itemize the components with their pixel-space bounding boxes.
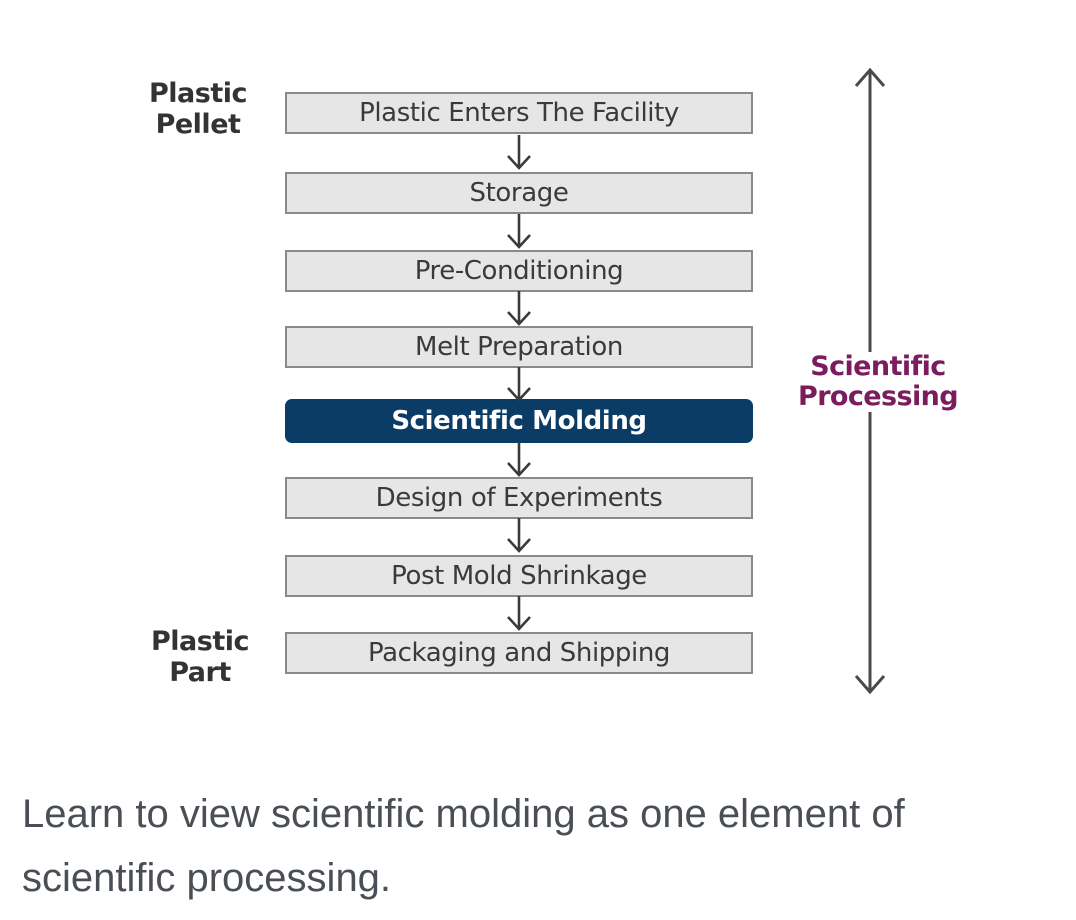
step-plastic-enters-facility: Plastic Enters The Facility [285, 92, 753, 134]
down-arrow-icon [502, 518, 536, 554]
step-label: Pre-Conditioning [414, 256, 624, 286]
down-arrow-icon [502, 442, 536, 478]
step-melt-preparation: Melt Preparation [285, 326, 753, 368]
span-label-line-2: Processing [798, 381, 959, 412]
down-arrow-icon [502, 367, 536, 403]
step-label: Storage [469, 178, 569, 208]
step-label: Scientific Molding [391, 406, 647, 436]
down-arrow-icon [502, 214, 536, 250]
caption-text: Learn to view scientific molding as one … [22, 792, 905, 900]
start-label-line-1: Plastic [148, 78, 248, 109]
step-post-mold-shrinkage: Post Mold Shrinkage [285, 555, 753, 597]
start-label-line-2: Pellet [155, 109, 241, 140]
step-design-of-experiments: Design of Experiments [285, 477, 753, 519]
process-flow-diagram: Plastic Pellet Plastic Part Plastic Ente… [148, 67, 968, 695]
step-storage: Storage [285, 172, 753, 214]
span-label-line-1: Scientific [810, 351, 946, 382]
down-arrow-icon [502, 596, 536, 632]
end-label-line-2: Part [169, 657, 231, 688]
step-pre-conditioning: Pre-Conditioning [285, 250, 753, 292]
end-label-line-1: Plastic [150, 626, 250, 657]
step-label: Packaging and Shipping [367, 638, 671, 668]
end-label: Plastic Part [150, 626, 250, 688]
scientific-processing-label: Scientific Processing [788, 352, 968, 412]
down-arrow-icon [502, 291, 536, 327]
step-label: Post Mold Shrinkage [391, 561, 647, 591]
step-scientific-molding: Scientific Molding [285, 399, 753, 443]
step-label: Design of Experiments [375, 483, 663, 513]
step-packaging-and-shipping: Packaging and Shipping [285, 632, 753, 674]
down-arrow-icon [502, 135, 536, 171]
start-label: Plastic Pellet [148, 78, 248, 140]
step-label: Plastic Enters The Facility [359, 98, 679, 128]
step-label: Melt Preparation [415, 332, 623, 362]
